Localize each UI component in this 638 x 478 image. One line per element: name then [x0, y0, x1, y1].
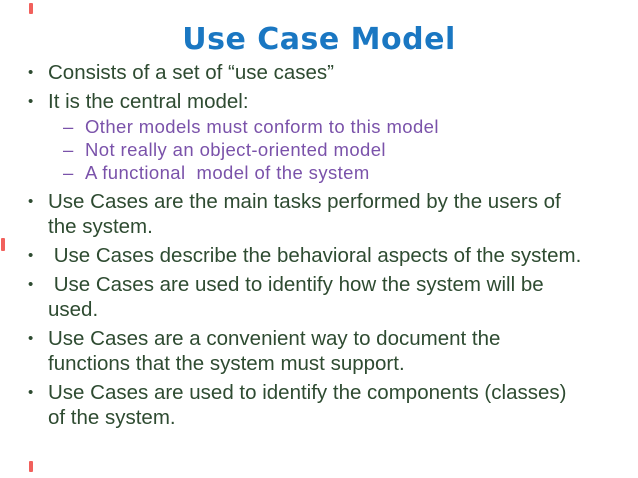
list-item: • Use Cases describe the behavioral aspe…: [28, 243, 630, 268]
sub-text: Other models must conform to this model: [85, 116, 439, 137]
bullet-text: Use Cases describe the behavioral aspect…: [48, 244, 582, 267]
bullet-list: • Consists of a set of “use cases” • It …: [28, 60, 630, 434]
dash-icon: –: [63, 116, 74, 137]
sub-item: – Not really an object-oriented model: [63, 139, 630, 161]
bullet-icon: •: [28, 247, 34, 264]
dash-icon: –: [63, 139, 74, 160]
red-edge-mark: [1, 238, 5, 251]
bullet-icon: •: [28, 330, 34, 347]
bullet-text: Use Cases are a convenient way to docume…: [48, 327, 501, 375]
list-item: • Use Cases are the main tasks performed…: [28, 189, 630, 239]
sub-item: – A functional model of the system: [63, 162, 630, 184]
slide-title: Use Case Model: [182, 22, 456, 57]
list-item: • Use Cases are used to identify the com…: [28, 380, 630, 430]
bullet-icon: •: [28, 64, 34, 81]
dash-icon: –: [63, 162, 74, 183]
sub-item: – Other models must conform to this mode…: [63, 116, 630, 138]
list-item: • Consists of a set of “use cases”: [28, 60, 630, 85]
bullet-icon: •: [28, 193, 34, 210]
bullet-icon: •: [28, 93, 34, 110]
bullet-text: Consists of a set of “use cases”: [48, 61, 334, 84]
bullet-text: It is the central model:: [48, 90, 249, 113]
list-item: • Use Cases are used to identify how the…: [28, 272, 630, 322]
sub-text: A functional model of the system: [85, 162, 370, 183]
sub-text: Not really an object-oriented model: [85, 139, 386, 160]
bullet-icon: •: [28, 276, 34, 293]
bullet-text: Use Cases are the main tasks performed b…: [48, 190, 561, 238]
bullet-text: Use Cases are used to identify how the s…: [48, 273, 544, 321]
red-edge-mark: [29, 3, 33, 14]
sub-list: – Other models must conform to this mode…: [48, 116, 630, 184]
bullet-text: Use Cases are used to identify the compo…: [48, 381, 567, 429]
list-item: • Use Cases are a convenient way to docu…: [28, 326, 630, 376]
list-item: • It is the central model: – Other model…: [28, 89, 630, 185]
red-edge-mark: [29, 461, 33, 472]
bullet-icon: •: [28, 384, 34, 401]
